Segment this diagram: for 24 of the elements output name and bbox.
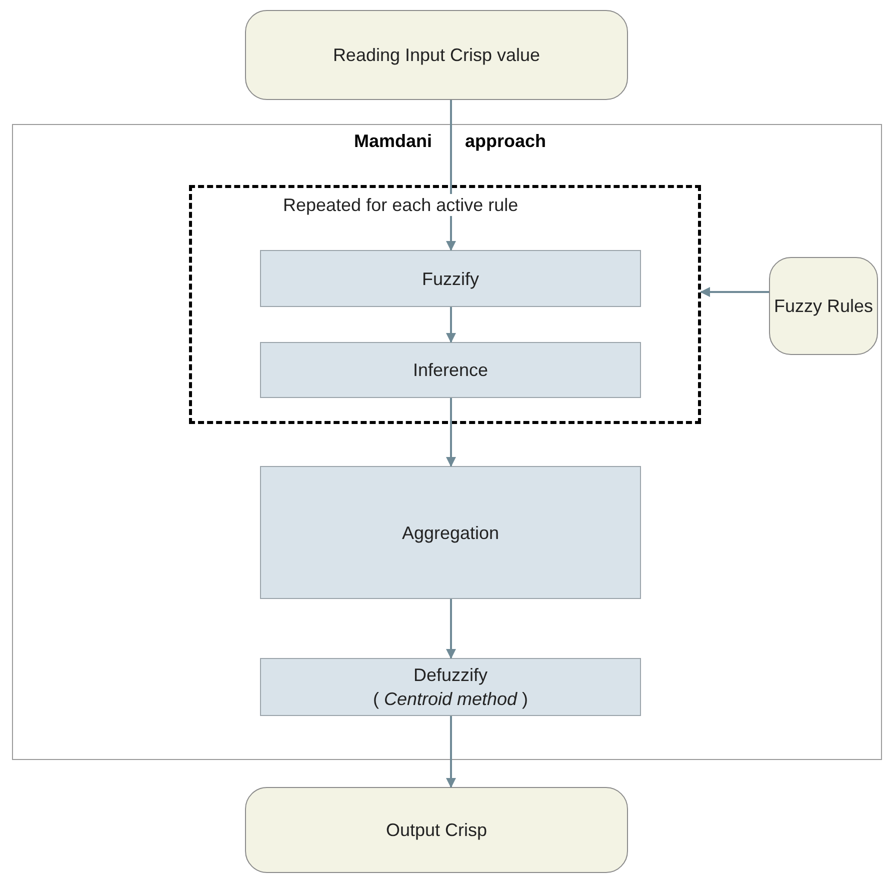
process-box — [260, 466, 641, 599]
process-box — [260, 342, 641, 398]
group-title: Mamdani approach — [352, 130, 548, 153]
rounded-box — [245, 10, 628, 100]
group-frame — [12, 124, 882, 760]
process-box — [260, 250, 641, 307]
box-label: Fuzzy Rules — [774, 295, 874, 318]
process-box — [260, 658, 641, 716]
box-label: Inference — [412, 359, 488, 382]
rounded-box — [769, 257, 878, 355]
dashed-loop-box — [189, 185, 701, 424]
box-label: Defuzzify — [413, 664, 488, 687]
arrow — [446, 307, 456, 343]
box-label: Fuzzify — [422, 268, 479, 290]
box-label: Output Crisp — [386, 819, 488, 842]
arrow — [700, 287, 769, 297]
arrow — [446, 716, 456, 788]
arrow — [446, 398, 456, 467]
loop-label: Repeated for each active rule — [283, 194, 518, 216]
box-label: Aggregation — [402, 522, 500, 544]
rounded-box — [245, 787, 628, 873]
box-label: Reading Input Crisp value — [332, 44, 540, 67]
box-sublabel: ( Centroid method ) — [372, 688, 528, 711]
arrow — [446, 599, 456, 659]
